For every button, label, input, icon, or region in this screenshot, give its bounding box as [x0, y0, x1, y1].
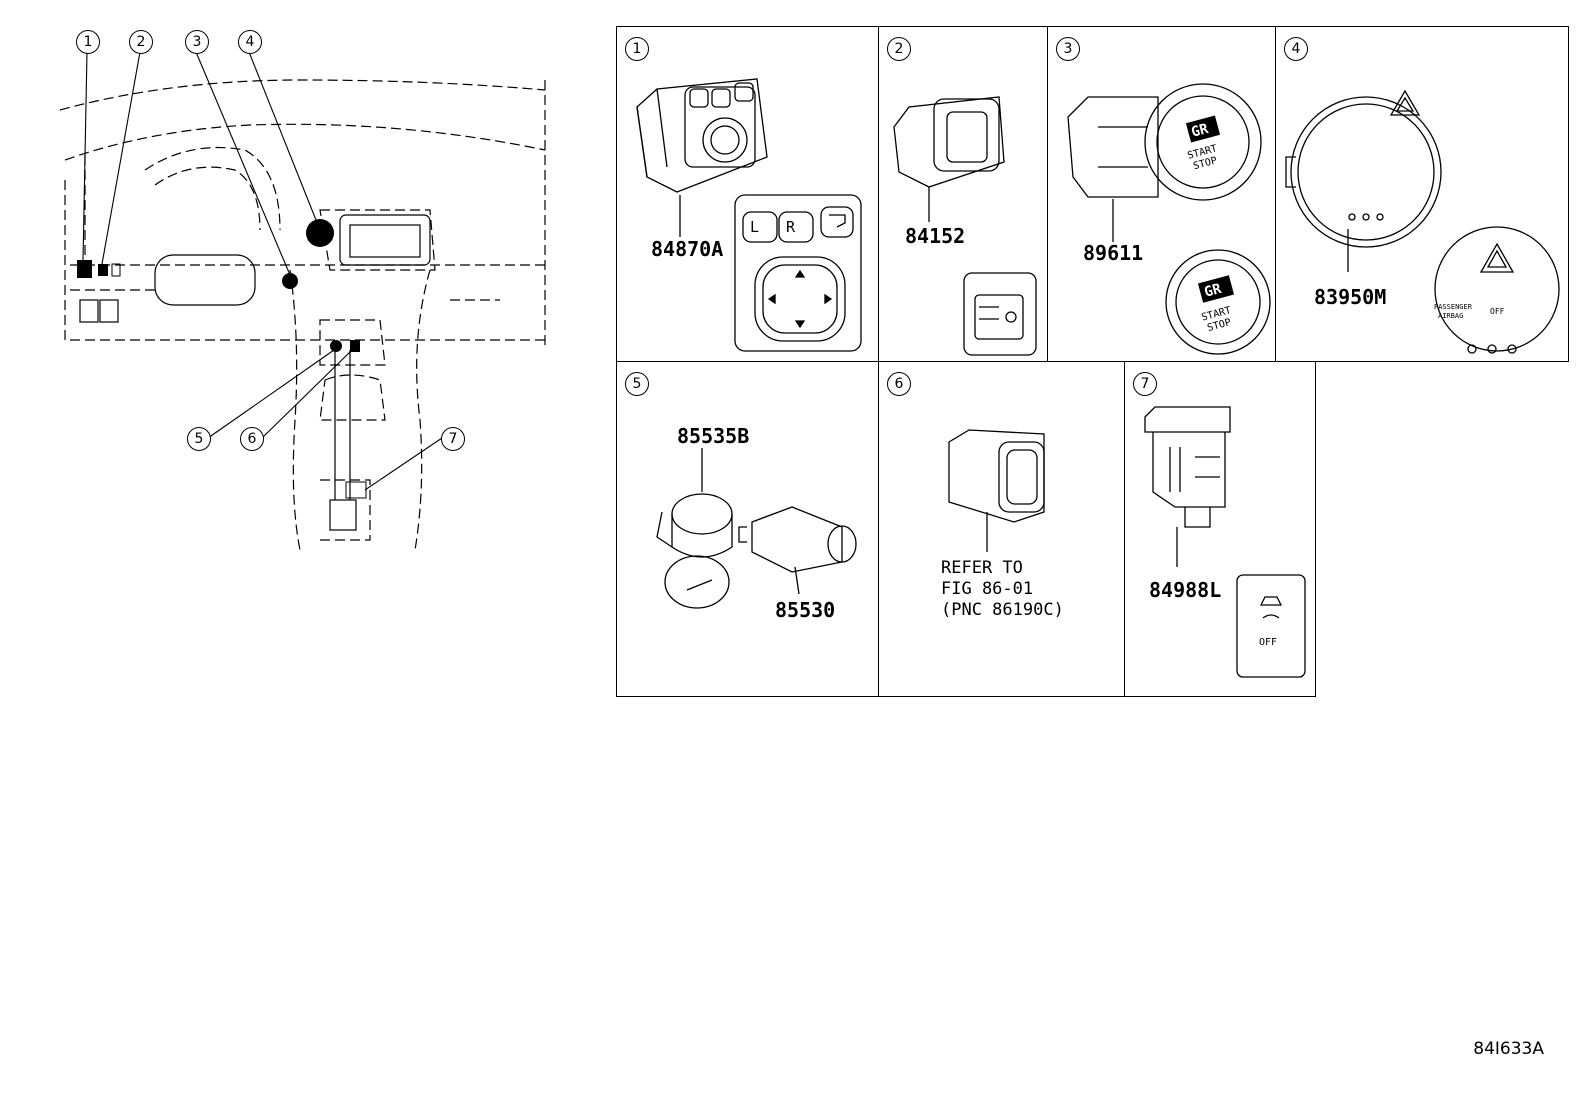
dashboard-illustration	[59, 51, 546, 551]
mirror-l-label: L	[750, 218, 759, 236]
start-logo: GR	[1190, 121, 1211, 141]
callout-6: 6	[240, 427, 264, 451]
panel-number: 2	[887, 37, 911, 61]
part-number-85530: 85530	[775, 598, 836, 622]
trc-off-switch-illustration: OFF	[1144, 406, 1306, 678]
panel-number: 6	[887, 372, 911, 396]
callout-4: 4	[238, 30, 262, 54]
panel-number: 5	[625, 372, 649, 396]
airbag-off-label: OFF	[1490, 307, 1505, 316]
start-stop-switch-illustration: GR START STOP GR START STOP	[1067, 83, 1271, 355]
usb-switch-illustration	[948, 429, 1045, 552]
panel-number: 4	[1284, 37, 1308, 61]
part-number-83950M: 83950M	[1314, 285, 1387, 309]
part-number-85535B: 85535B	[677, 424, 750, 448]
hazard-airbag-switch-illustration: PASSENGER AIRBAG OFF	[1285, 89, 1560, 354]
figure-id: 84I633A	[1473, 1039, 1544, 1059]
part-number-84870A: 84870A	[651, 237, 724, 261]
part-number-84988L: 84988L	[1149, 578, 1222, 602]
panel-number: 1	[625, 37, 649, 61]
mirror-r-label: R	[786, 218, 796, 236]
dashboard-overview: 1 2 3 4 5 6 7	[50, 20, 560, 560]
callout-5: 5	[187, 427, 211, 451]
panel-3: 3 GR START STOP GR START STOP 89611	[1047, 26, 1276, 362]
start-logo-front: GR	[1203, 281, 1224, 301]
panel-6: 6 REFER TO FIG 86-01 (PNC 86190C)	[878, 361, 1125, 697]
airbag-label-2: AIRBAG	[1438, 312, 1463, 320]
panel-number: 3	[1056, 37, 1080, 61]
callout-2: 2	[129, 30, 153, 54]
headlamp-switch-illustration	[893, 96, 1037, 356]
callout-7: 7	[441, 427, 465, 451]
refer-note: REFER TO FIG 86-01 (PNC 86190C)	[941, 558, 1064, 620]
mirror-switch-illustration: L R	[636, 78, 862, 352]
airbag-label-1: PASSENGER	[1434, 303, 1473, 311]
part-number-84152: 84152	[905, 224, 966, 248]
panel-7: 7 OFF 84988L	[1124, 361, 1316, 697]
panel-4: 4 PASSENGER AIRBAG OFF 83950M	[1275, 26, 1569, 362]
trc-off-label: OFF	[1259, 637, 1277, 648]
panel-2: 2 84152	[878, 26, 1048, 362]
callout-1: 1	[76, 30, 100, 54]
panel-1: 1 L R 84870A	[616, 26, 879, 362]
power-outlet-illustration	[656, 448, 857, 609]
panel-5: 5 85535B 85530	[616, 361, 879, 697]
panel-number: 7	[1133, 372, 1157, 396]
callout-3: 3	[185, 30, 209, 54]
part-number-89611: 89611	[1083, 241, 1144, 265]
